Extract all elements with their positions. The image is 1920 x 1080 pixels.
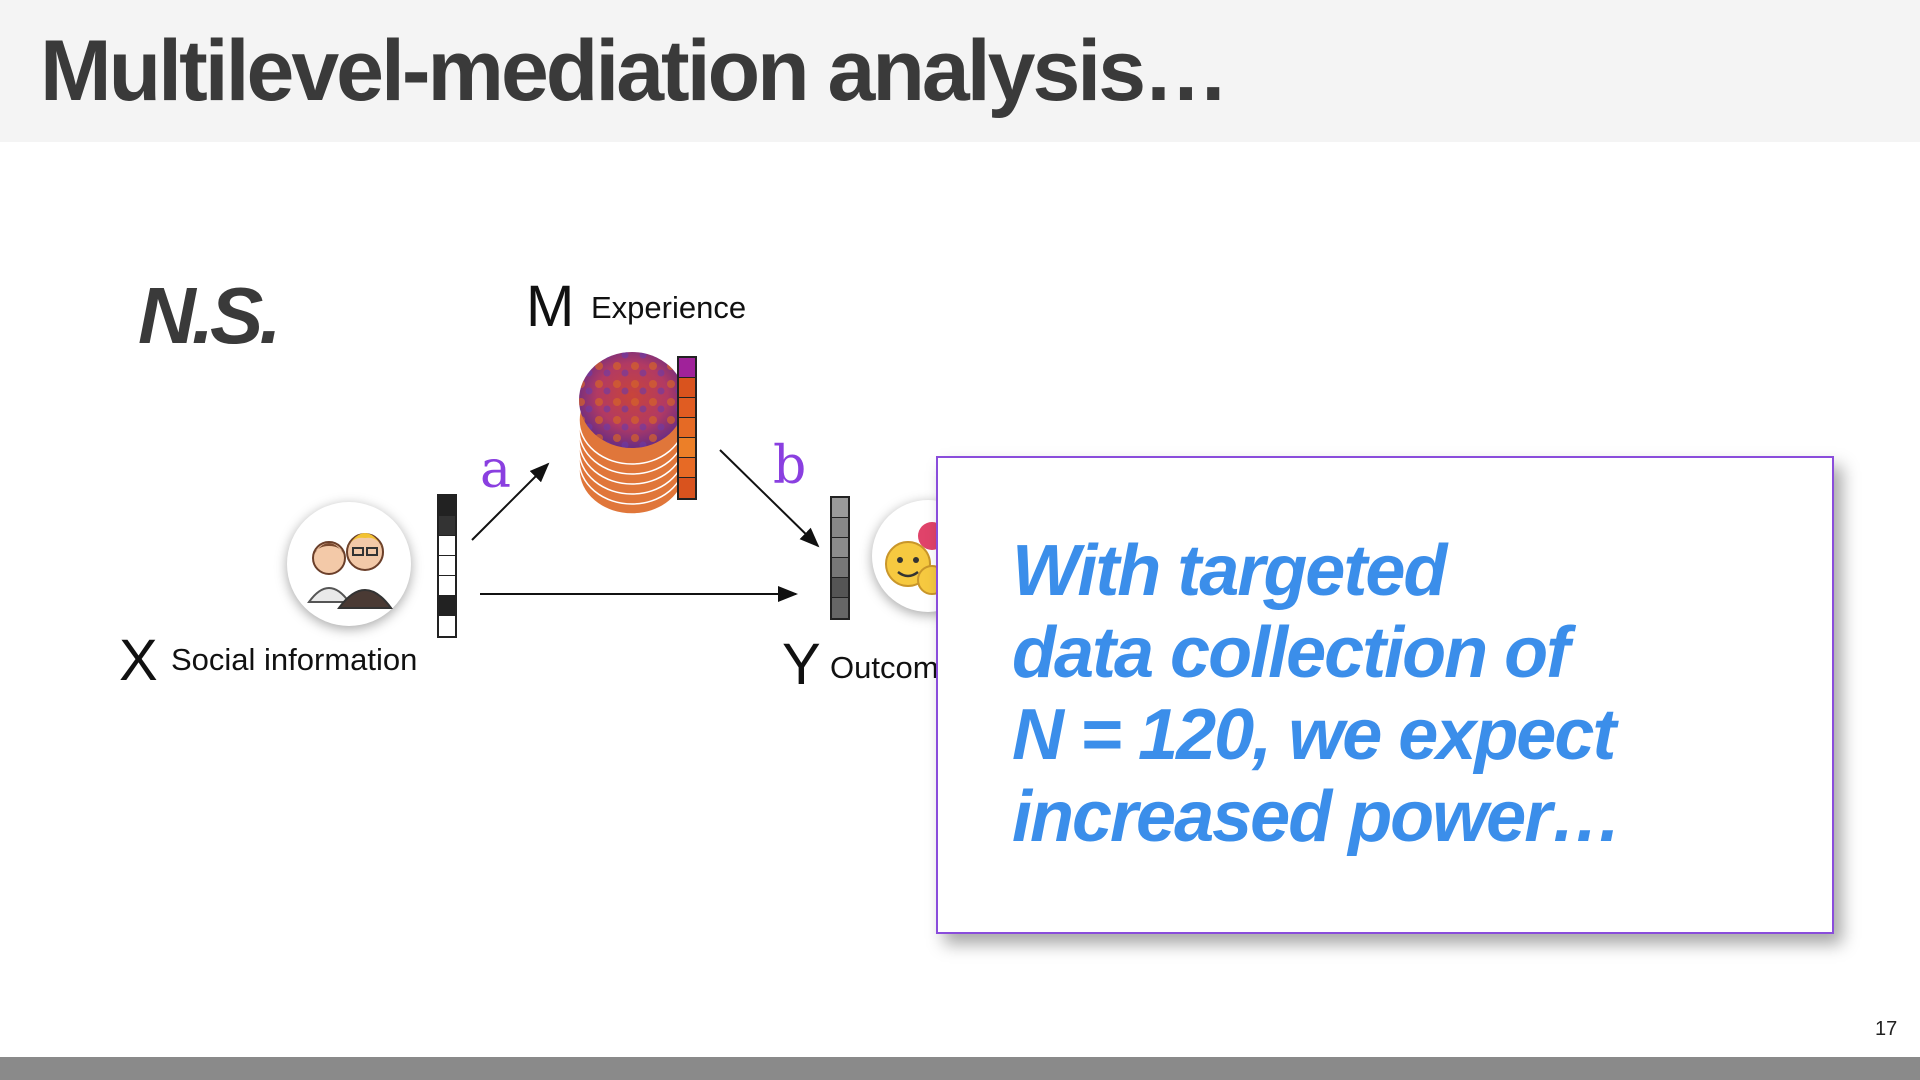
non-significant-label: N.S. xyxy=(138,271,282,360)
outcome-vector xyxy=(830,496,850,620)
outcome-letter: Y xyxy=(782,632,821,697)
slide-title: Multilevel-mediation analysis… xyxy=(40,23,1229,119)
predictor-label: Social information xyxy=(171,642,418,677)
title-bar: Multilevel-mediation analysis… xyxy=(0,0,1920,142)
people-icon xyxy=(307,533,393,609)
callout-text: With targeted data collection of N = 120… xyxy=(1012,530,1812,858)
path-a-label: a xyxy=(480,440,512,500)
mediator-vector xyxy=(677,356,697,500)
predictor-letter: X xyxy=(119,628,158,693)
brain-slice-stack xyxy=(578,352,686,515)
social-information-avatar xyxy=(287,502,411,626)
mediator-letter: M xyxy=(526,274,575,339)
outcome-label: Outcom xyxy=(830,650,939,685)
callout-line-1: With targeted xyxy=(1012,531,1447,611)
callout-line-4: increased power… xyxy=(1012,777,1622,857)
path-b-arrow xyxy=(719,449,820,548)
predictor-vector xyxy=(437,494,457,638)
power-callout-box: With targeted data collection of N = 120… xyxy=(936,456,1834,934)
footer-bar xyxy=(0,1057,1920,1080)
mediator-label: Experience xyxy=(591,290,747,325)
callout-line-3: N = 120, we expect xyxy=(1012,695,1616,775)
path-a-arrow xyxy=(471,462,550,541)
path-b-label: b xyxy=(773,436,807,496)
callout-line-2: data collection of xyxy=(1012,613,1570,693)
page-number: 17 xyxy=(1875,1018,1898,1040)
